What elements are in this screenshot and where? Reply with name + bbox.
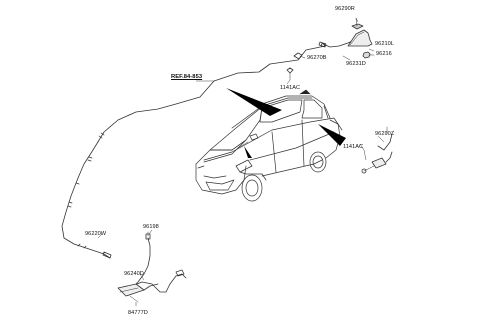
antenna-pad (351, 23, 364, 30)
lower-module-cable-2 (127, 273, 187, 295)
car-body (195, 89, 343, 202)
cable-clips (67, 132, 105, 249)
callout-arrow-roof (226, 88, 282, 116)
callout-arrow-windshield (244, 146, 252, 158)
cable-end-plug (145, 233, 151, 240)
bracket-96270B (293, 52, 303, 60)
label-96290R: 96290R (335, 6, 355, 12)
label-ref-84-853: REF.84-853 (171, 74, 203, 80)
lower-amplifier-module (117, 283, 145, 297)
label-96216: 96216 (376, 51, 392, 57)
label-1141AC-right: 1141AC (343, 144, 364, 150)
label-96210L: 96210L (375, 41, 394, 47)
label-96220W: 96220W (85, 231, 107, 237)
shark-fin-antenna (347, 29, 373, 47)
label-1141AC-top: 1141AC (280, 85, 301, 91)
label-96270B: 96270B (307, 55, 327, 61)
main-antenna-cable (61, 45, 326, 259)
label-84777D: 84777D (128, 310, 148, 316)
rear-antenna-module (371, 157, 387, 169)
label-96290Z: 96290Z (375, 131, 395, 137)
lower-cable-end-connector (102, 251, 112, 259)
rear-antenna-cable (377, 133, 393, 151)
label-96240D: 96240D (124, 271, 144, 277)
label-96231D: 96231D (346, 61, 366, 67)
antenna-nut (362, 51, 371, 59)
label-96198: 96198 (143, 224, 159, 230)
callout-arrow-rear (318, 124, 346, 146)
lower-module-cable (131, 237, 151, 289)
clip-1141AC-top (286, 67, 294, 74)
lower-clip (175, 269, 185, 277)
rear-clip-1141AC (361, 168, 367, 174)
roof-cable-grommet (320, 43, 325, 48)
